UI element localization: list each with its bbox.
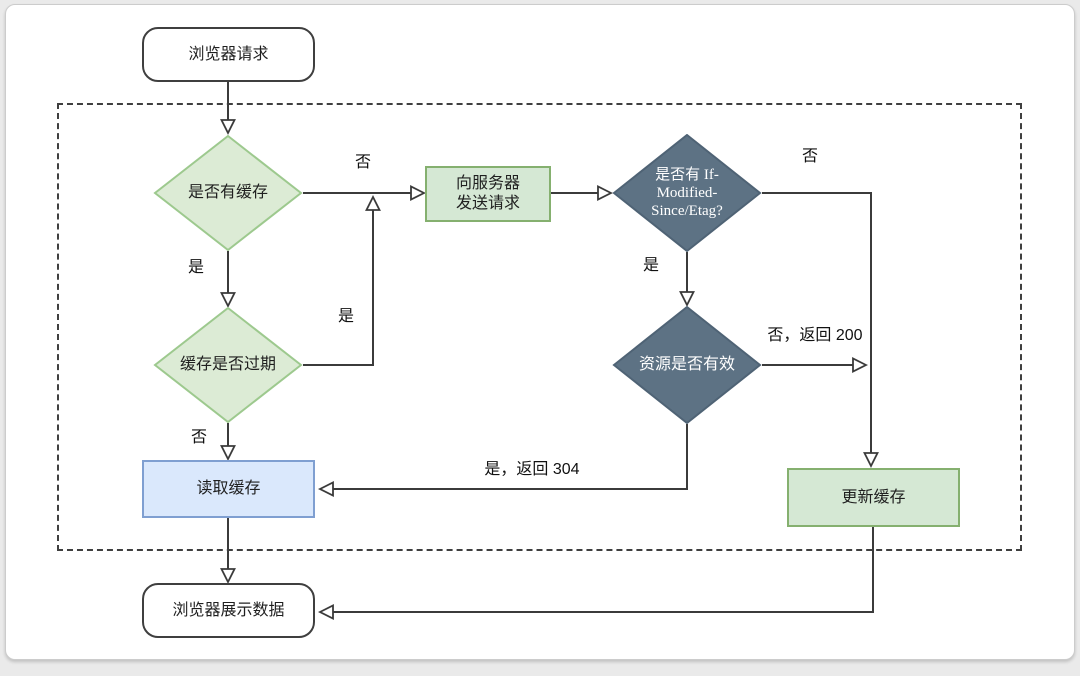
node-send-request-line1: 向服务器 (455, 175, 520, 192)
node-if-modified-line1: 是否有 If- (655, 167, 719, 183)
node-if-modified: 是否有 If- Modified- Since/Etag? (612, 134, 762, 252)
node-browser-display-label: 浏览器展示数据 (172, 601, 285, 619)
diamond-shape (612, 306, 762, 424)
node-read-cache-label: 读取缓存 (196, 480, 261, 497)
diamond-shape (612, 134, 762, 252)
node-if-modified-label: 是否有 If- Modified- Since/Etag? (612, 134, 762, 252)
node-cache-expired: 缓存是否过期 (153, 307, 303, 423)
edge-label-ifmodified-no: 否 (801, 148, 818, 165)
node-has-cache-label: 是否有缓存 (187, 184, 268, 202)
edge-label-valid-yes-304: 是，返回 304 (484, 461, 580, 478)
edge-label-expired-yes: 是 (337, 308, 354, 325)
diamond-shape (153, 307, 303, 423)
node-send-request: 向服务器 发送请求 (425, 166, 551, 222)
node-resource-valid: 资源是否有效 (612, 306, 762, 424)
edge-label-expired-no: 否 (190, 429, 207, 446)
edge-label-hascache-yes: 是 (187, 259, 204, 276)
node-read-cache: 读取缓存 (142, 460, 315, 518)
node-update-cache-label: 更新缓存 (841, 488, 906, 506)
node-resource-valid-label: 资源是否有效 (638, 356, 735, 374)
node-if-modified-line3: Since/Etag? (651, 203, 723, 219)
node-send-request-line2: 发送请求 (455, 195, 520, 212)
node-cache-expired-label: 缓存是否过期 (179, 356, 276, 374)
edge-label-valid-no-200: 否，返回 200 (767, 327, 863, 344)
edge-label-ifmodified-yes: 是 (642, 257, 659, 274)
node-browser-request: 浏览器请求 (142, 27, 315, 82)
node-if-modified-line2: Modified- (656, 185, 718, 201)
edge-label-hascache-no: 否 (354, 154, 371, 171)
node-browser-display: 浏览器展示数据 (142, 583, 315, 638)
node-update-cache: 更新缓存 (787, 468, 960, 527)
diamond-shape (153, 135, 303, 251)
node-has-cache: 是否有缓存 (153, 135, 303, 251)
node-browser-request-label: 浏览器请求 (188, 45, 269, 63)
